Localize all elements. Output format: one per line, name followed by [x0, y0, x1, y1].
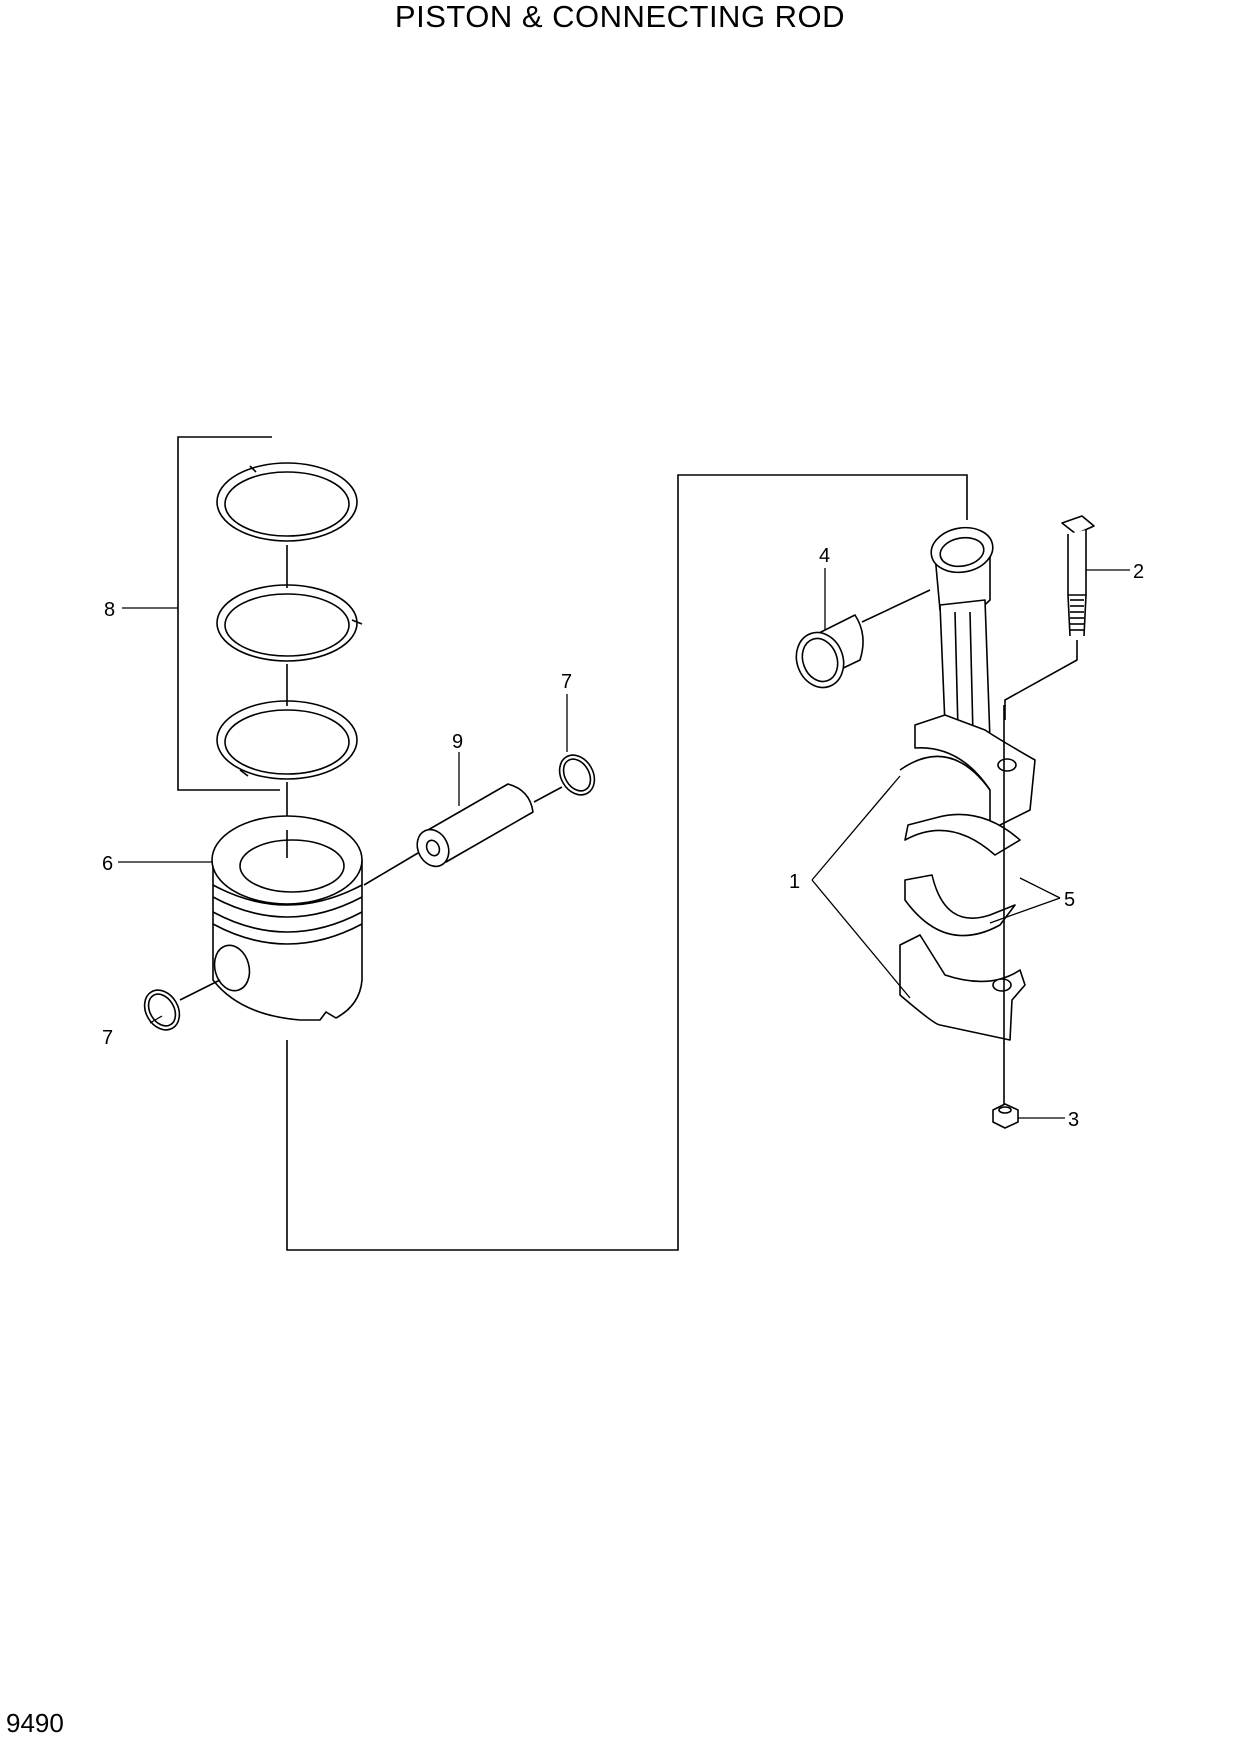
callout-3: 3	[1068, 1109, 1079, 1131]
connecting-rod-cap	[899, 934, 1026, 1041]
connecting-rod	[899, 526, 1036, 1105]
callout-2: 2	[1133, 561, 1144, 583]
piston-ring-oil	[216, 700, 358, 780]
page-title: PISTON & CONNECTING ROD	[394, 0, 846, 34]
callout-1: 1	[789, 871, 800, 893]
bearing-shell-upper	[904, 813, 1021, 856]
callout-5: 5	[1064, 889, 1075, 911]
snap-ring-left	[143, 979, 221, 1031]
piston-ring-middle	[216, 584, 363, 662]
small-end-bushing	[795, 589, 931, 689]
callout-4: 4	[819, 545, 830, 567]
callout-7-bottom: 7	[102, 1027, 113, 1049]
callout-labels: 1 2 3 4 5 6 7 7 8 9	[102, 545, 1144, 1131]
leader-lines	[118, 568, 1130, 1119]
piston	[211, 815, 363, 1021]
callout-8: 8	[104, 599, 115, 621]
bearing-shell-lower	[904, 874, 1016, 937]
callout-9: 9	[452, 731, 463, 753]
assembly-frame-lines	[286, 474, 968, 1251]
callout-6: 6	[102, 853, 113, 875]
connecting-rod-nut	[992, 1103, 1019, 1129]
page-number: 9490	[6, 1708, 64, 1738]
piston-ring-top	[216, 462, 358, 542]
piston-pin	[363, 783, 563, 886]
callout-7-top: 7	[561, 671, 572, 693]
connecting-rod-bolt	[1004, 515, 1095, 720]
snap-ring-right	[558, 754, 596, 796]
piston-ring-set	[177, 436, 363, 820]
